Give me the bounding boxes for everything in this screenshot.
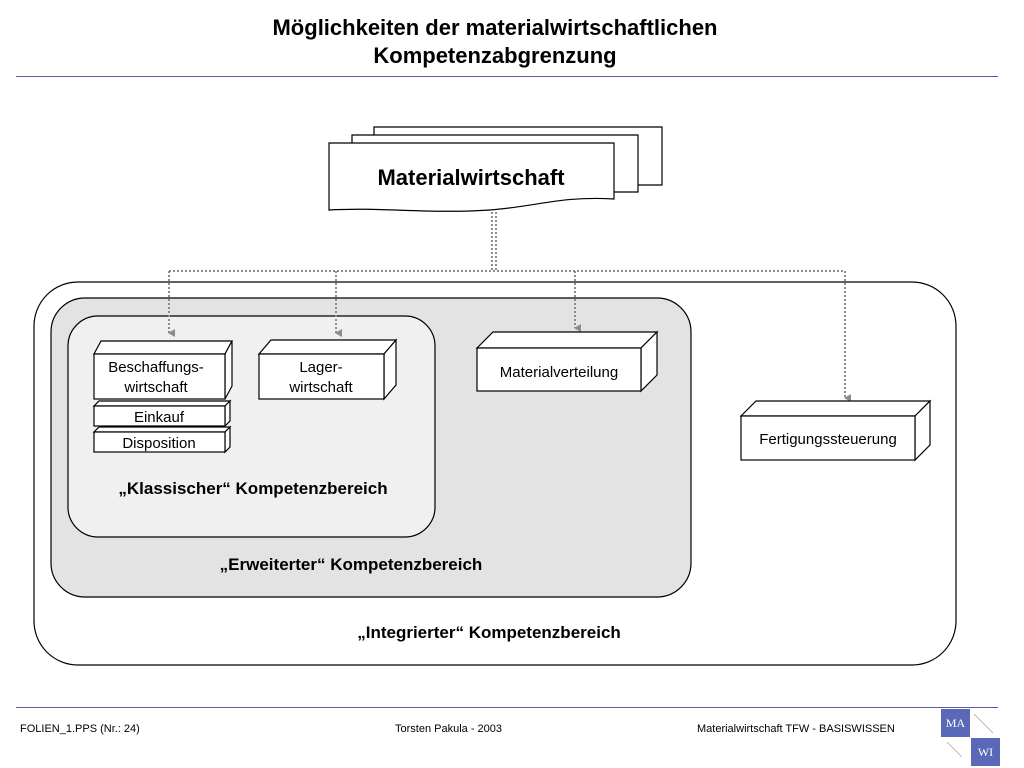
box-beschaffungswirtschaft: Beschaffungs- wirtschaft — [92, 340, 234, 400]
logo-decoration — [973, 713, 994, 734]
zone-classic-label: „Klassischer“ Kompetenzbereich — [118, 479, 387, 498]
fertigungssteuerung-label: Fertigungssteuerung — [759, 431, 897, 448]
box-fertigungssteuerung: Fertigungssteuerung — [739, 399, 932, 462]
zone-extended-label: „Erweiterter“ Kompetenzbereich — [220, 555, 483, 574]
root-document-stack: Materialwirtschaft — [328, 126, 663, 212]
root-label: Materialwirtschaft — [377, 165, 565, 190]
lager-label-line1: Lager- — [299, 359, 342, 376]
box-materialverteilung: Materialverteilung — [475, 330, 659, 393]
beschaffung-label-line2: wirtschaft — [123, 379, 188, 396]
slide-title: Möglichkeiten der materialwirtschaftlich… — [0, 14, 990, 70]
lager-label-line2: wirtschaft — [288, 379, 353, 396]
logo-wi-text: WI — [978, 745, 993, 759]
slide-title-line1: Möglichkeiten der materialwirtschaftlich… — [272, 15, 718, 40]
footer-filename: FOLIEN_1.PPS (Nr.: 24) — [20, 723, 140, 735]
footer-author: Torsten Pakula - 2003 — [395, 723, 503, 735]
logo-decoration — [946, 741, 963, 758]
box-einkauf: Einkauf — [92, 399, 232, 428]
footer-course: Materialwirtschaft TFW - BASISWISSEN — [697, 723, 895, 735]
institute-logo: MA WI — [941, 709, 1000, 766]
connector-lines — [168, 212, 851, 402]
title-divider — [16, 76, 998, 77]
einkauf-label: Einkauf — [134, 409, 185, 426]
box-disposition: Disposition — [92, 425, 232, 454]
box-lagerwirtschaft: Lager- wirtschaft — [257, 338, 398, 401]
slide-title-line2: Kompetenzabgrenzung — [373, 43, 617, 68]
logo-ma-text: MA — [946, 716, 966, 730]
zone-integrated-label: „Integrierter“ Kompetenzbereich — [357, 623, 621, 642]
beschaffung-label-line1: Beschaffungs- — [108, 359, 204, 376]
materialverteilung-label: Materialverteilung — [500, 364, 618, 381]
footer-divider — [16, 707, 998, 708]
disposition-label: Disposition — [122, 435, 195, 452]
